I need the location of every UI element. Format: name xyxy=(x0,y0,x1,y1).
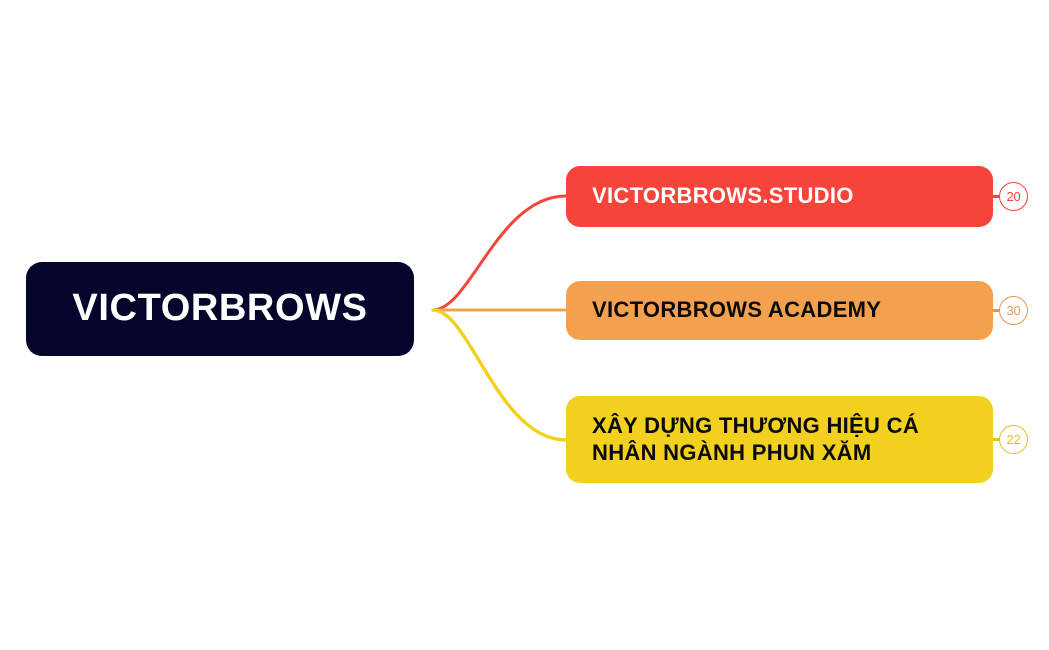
count-badge-studio-text: 20 xyxy=(1006,189,1021,204)
connector-to-studio xyxy=(431,194,568,312)
count-badge-academy[interactable]: 30 xyxy=(999,296,1028,325)
count-badge-studio[interactable]: 20 xyxy=(999,182,1028,211)
branch-node-studio-label: VICTORBROWS.STUDIO xyxy=(592,183,854,209)
branch-node-studio[interactable]: VICTORBROWS.STUDIO xyxy=(566,166,993,227)
branch-node-branding-label-line2: NHÂN NGÀNH PHUN XĂM xyxy=(592,439,872,465)
count-badge-branding[interactable]: 22 xyxy=(999,425,1028,454)
connector-to-branding xyxy=(431,308,568,442)
branch-node-academy[interactable]: VICTORBROWS ACADEMY xyxy=(566,281,993,340)
count-badge-branding-text: 22 xyxy=(1006,432,1021,447)
branch-node-branding-label: XÂY DỰNG THƯƠNG HIỆU CÁ NHÂN NGÀNH PHUN … xyxy=(592,413,919,467)
count-badge-academy-text: 30 xyxy=(1006,303,1021,318)
branch-node-branding[interactable]: XÂY DỰNG THƯƠNG HIỆU CÁ NHÂN NGÀNH PHUN … xyxy=(566,396,993,483)
root-node-label: VICTORBROWS xyxy=(72,287,368,330)
branch-node-branding-label-line1: XÂY DỰNG THƯƠNG HIỆU CÁ xyxy=(592,412,920,438)
branch-node-academy-label: VICTORBROWS ACADEMY xyxy=(592,297,882,323)
badge-stub-academy xyxy=(993,309,1000,312)
badge-stub-studio xyxy=(993,195,1000,198)
root-node-victorbrows[interactable]: VICTORBROWS xyxy=(26,262,414,356)
badge-stub-branding xyxy=(993,438,1000,441)
